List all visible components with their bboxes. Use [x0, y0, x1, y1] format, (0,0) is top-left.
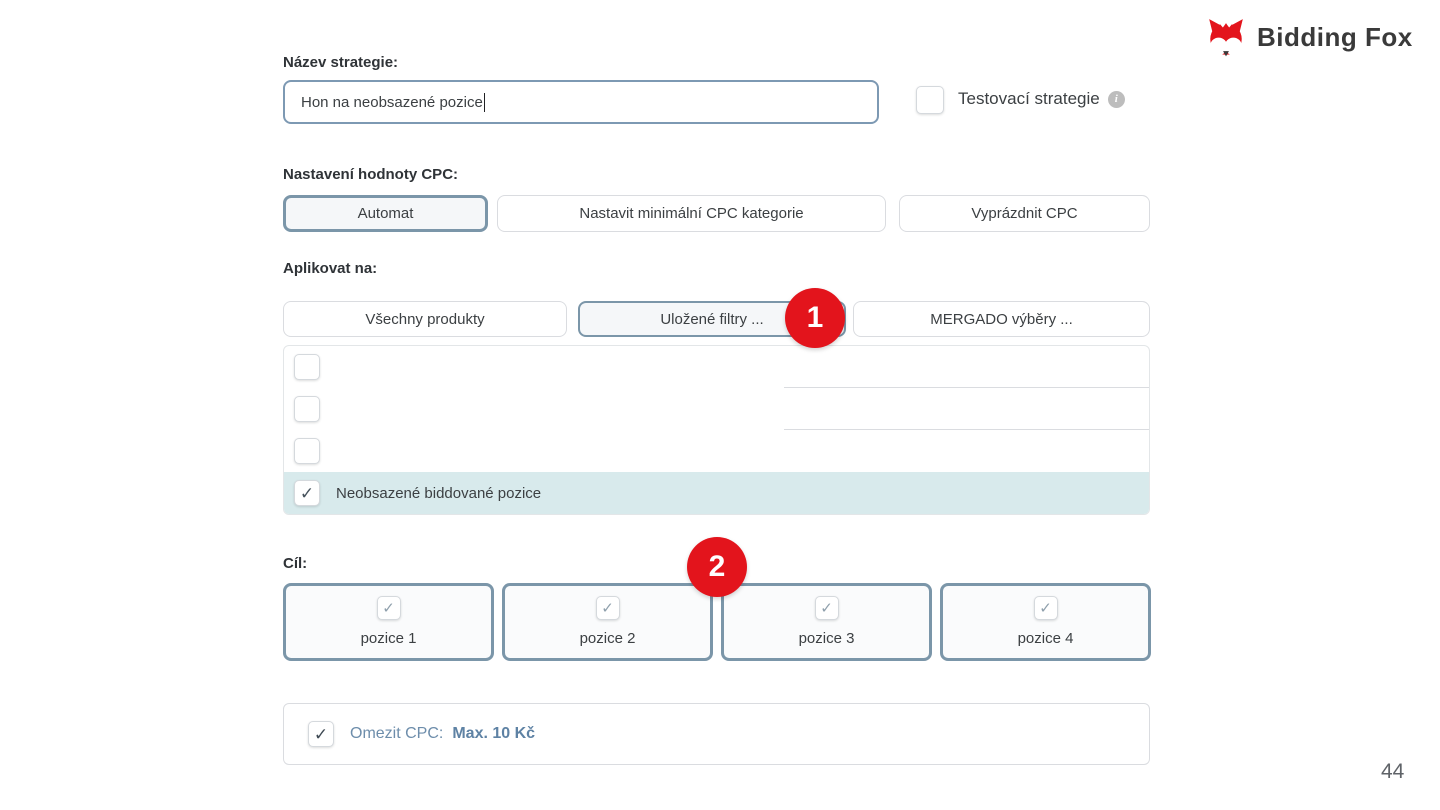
cpc-option-empty[interactable]: Vyprázdnit CPC: [899, 195, 1150, 232]
test-strategy-label-text: Testovací strategie: [958, 89, 1100, 108]
goal-card-position-4[interactable]: ✓ pozice 4: [940, 583, 1151, 661]
goal-card-label: pozice 4: [1017, 630, 1074, 647]
goal-checkbox[interactable]: ✓: [595, 596, 620, 620]
check-icon: ✓: [299, 483, 315, 503]
test-strategy-label: Testovací strategie i: [958, 89, 1125, 109]
strategy-name-value: Hon na neobsazené pozice: [301, 93, 483, 111]
filter-row[interactable]: [284, 388, 1149, 430]
goal-checkbox[interactable]: ✓: [376, 596, 401, 620]
filter-checkbox[interactable]: [294, 354, 320, 380]
apply-to-label: Aplikovat na:: [283, 260, 378, 277]
check-icon: ✓: [820, 599, 833, 617]
goal-card-label: pozice 1: [360, 630, 417, 647]
goal-checkbox[interactable]: ✓: [1033, 596, 1058, 620]
filter-row-label: Neobsazené biddované pozice: [336, 484, 542, 502]
cpc-option-min-category[interactable]: Nastavit minimální CPC kategorie: [497, 195, 886, 232]
check-icon: ✓: [313, 724, 329, 744]
goal-card-label: pozice 3: [798, 630, 855, 647]
apply-option-label: Všechny produkty: [365, 310, 485, 328]
filter-checkbox[interactable]: [294, 396, 320, 422]
apply-option-label: Uložené filtry ...: [660, 310, 764, 328]
strategy-name-label: Název strategie:: [283, 54, 399, 71]
filter-checkbox[interactable]: [294, 438, 320, 464]
brand-name: Bidding Fox: [1257, 22, 1413, 52]
cpc-option-label: Automat: [357, 205, 414, 222]
test-strategy-checkbox[interactable]: [916, 86, 944, 114]
saved-filters-list: ✓ Neobsazené biddované pozice: [283, 345, 1150, 515]
cpc-limit-checkbox[interactable]: ✓: [308, 721, 334, 747]
goal-card-position-3[interactable]: ✓ pozice 3: [721, 583, 932, 661]
text-caret: [483, 92, 486, 112]
goal-card-position-2[interactable]: ✓ pozice 2: [502, 583, 713, 661]
cpc-limit-box: ✓ Omezit CPC: Max. 10 Kč: [283, 703, 1150, 765]
check-icon: ✓: [601, 599, 614, 617]
cpc-option-label: Vyprázdnit CPC: [971, 205, 1078, 222]
filter-row[interactable]: [284, 430, 1149, 472]
apply-option-mergado[interactable]: MERGADO výběry ...: [853, 301, 1150, 337]
cpc-limit-label: Omezit CPC:: [350, 725, 444, 742]
goal-checkbox[interactable]: ✓: [814, 596, 839, 620]
fox-icon: [1209, 18, 1243, 56]
filter-row[interactable]: [284, 346, 1149, 388]
apply-option-label: MERGADO výběry ...: [930, 310, 1073, 328]
callout-badge-1: 1: [785, 288, 845, 348]
cpc-setting-label: Nastavení hodnoty CPC:: [283, 166, 459, 183]
strategy-name-input[interactable]: Hon na neobsazené pozice: [283, 80, 879, 124]
apply-option-all-products[interactable]: Všechny produkty: [283, 301, 567, 337]
callout-badge-2: 2: [687, 537, 747, 597]
page-number: 44: [1381, 760, 1405, 783]
goal-card-label: pozice 2: [579, 630, 636, 647]
cpc-limit-value: Max. 10 Kč: [452, 725, 536, 742]
filter-checkbox-checked[interactable]: ✓: [294, 480, 320, 506]
filter-row-selected[interactable]: ✓ Neobsazené biddované pozice: [284, 472, 1149, 514]
check-icon: ✓: [382, 599, 395, 617]
check-icon: ✓: [1039, 599, 1052, 617]
brand-logo: Bidding Fox: [1205, 15, 1435, 60]
goal-card-position-1[interactable]: ✓ pozice 1: [283, 583, 494, 661]
info-icon[interactable]: i: [1107, 91, 1125, 108]
cpc-option-automat[interactable]: Automat: [283, 195, 488, 232]
cpc-option-label: Nastavit minimální CPC kategorie: [579, 205, 804, 222]
goal-label: Cíl:: [283, 555, 308, 572]
